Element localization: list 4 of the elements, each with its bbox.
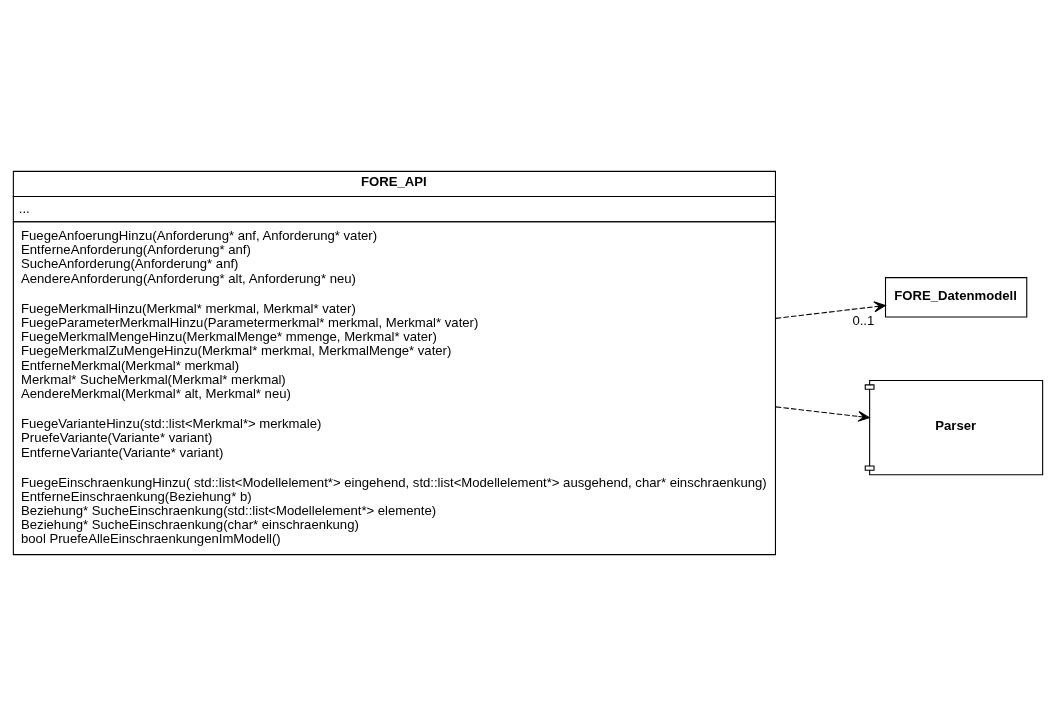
arrow (775, 405, 870, 422)
node-box: FORE_Datenmodell (884, 276, 1028, 318)
arrow (775, 300, 886, 319)
edge-label: 0..1 (852, 312, 875, 328)
